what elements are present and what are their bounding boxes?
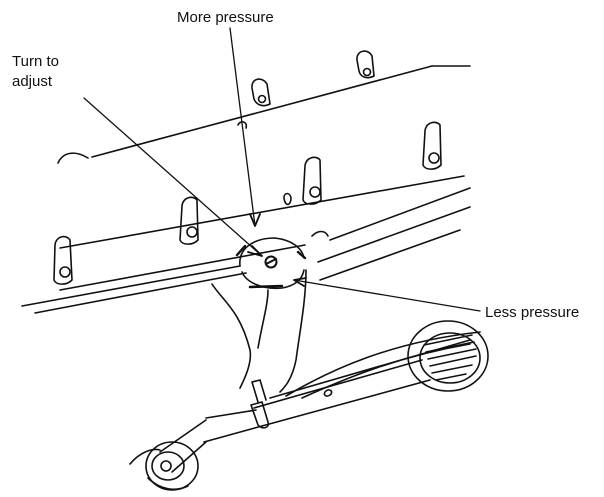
upper-bar <box>57 65 471 164</box>
adjust-label: adjust <box>12 73 53 90</box>
more-pressure-label: More pressure <box>177 9 274 26</box>
less-pressure-label: Less pressure <box>485 304 580 321</box>
turn-to-label: Turn to <box>12 53 59 70</box>
leader-lines <box>83 27 481 312</box>
top-typebars <box>251 50 375 107</box>
type-slugs <box>53 121 442 285</box>
lower-lever <box>129 269 489 491</box>
main-bar <box>21 175 471 314</box>
adjust-dial <box>235 230 329 290</box>
